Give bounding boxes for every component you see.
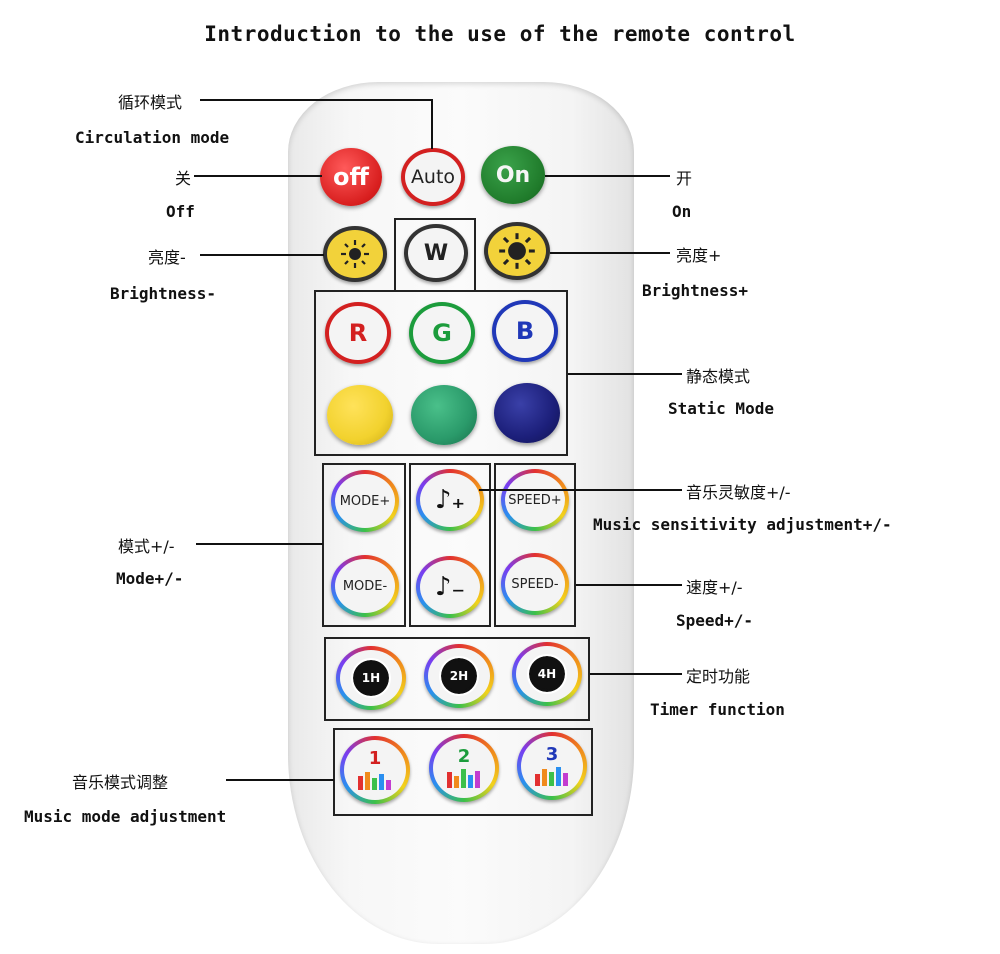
on-label-en: On [672, 202, 692, 221]
music-mode-frame [333, 728, 593, 816]
static-leader [568, 373, 682, 375]
music-sensitivity-minus-button[interactable]: ♪₋ [416, 556, 484, 618]
music-sens-label-zh: 音乐灵敏度+/- [686, 483, 791, 502]
music-note-icon: ♪₊ [434, 485, 466, 515]
brightness-minus-label-en: Brightness- [110, 284, 216, 303]
timer-icon: 2H [439, 656, 479, 696]
speed-plus-label: SPEED+ [508, 492, 562, 508]
off-leader [194, 175, 322, 177]
equalizer-icon [535, 767, 568, 786]
brightness-minus-button[interactable] [323, 226, 387, 282]
brightness-minus-leader [200, 254, 324, 256]
circulation-leader [200, 99, 433, 101]
timer-label-zh: 定时功能 [686, 667, 751, 686]
mode-frame [322, 463, 406, 627]
speed-minus-label: SPEED- [511, 576, 559, 592]
mode-leader [196, 543, 323, 545]
off-button[interactable]: off [320, 148, 382, 206]
music-mode-1-button[interactable]: 1 [340, 736, 410, 804]
blue-button[interactable]: B [492, 300, 558, 362]
music-note-icon: ♪₋ [434, 572, 466, 602]
on-button-label: On [495, 162, 531, 188]
speed-label-en: Speed+/- [676, 611, 754, 630]
static-label-zh: 静态模式 [686, 367, 751, 386]
white-button-frame [394, 218, 476, 292]
timer-leader [590, 673, 682, 675]
on-button[interactable]: On [481, 146, 545, 204]
page-title: Introduction to the use of the remote co… [204, 22, 796, 46]
sun-icon [341, 240, 369, 268]
speed-label-zh: 速度+/- [686, 578, 743, 597]
yellow-color-button[interactable] [327, 385, 393, 445]
off-label-zh: 关 [175, 169, 192, 188]
timer-1h-button[interactable]: 1H [336, 646, 406, 710]
brightness-plus-leader [550, 252, 670, 254]
white-button[interactable]: W [404, 224, 468, 282]
static-mode-frame [314, 290, 568, 456]
off-button-label: off [333, 163, 369, 191]
on-leader [545, 175, 670, 177]
mode-minus-label: MODE- [342, 578, 388, 594]
white-button-label: W [423, 240, 449, 266]
sun-icon [499, 233, 535, 269]
mode-plus-button[interactable]: MODE+ [331, 470, 399, 532]
on-label-zh: 开 [676, 169, 693, 188]
speed-plus-button[interactable]: SPEED+ [501, 469, 569, 531]
brightness-plus-label-zh: 亮度+ [676, 246, 722, 265]
timer-icon: 1H [351, 658, 391, 698]
music-sensitivity-frame [409, 463, 491, 627]
static-label-en: Static Mode [668, 399, 774, 418]
brightness-plus-label-en: Brightness+ [642, 281, 748, 300]
equalizer-icon [447, 769, 480, 788]
red-button-label: R [348, 319, 368, 347]
music-mode-3-button[interactable]: 3 [517, 732, 587, 800]
brightness-plus-button[interactable] [484, 222, 550, 280]
red-button[interactable]: R [325, 302, 391, 364]
navy-color-button[interactable] [494, 383, 560, 443]
blue-button-label: B [515, 317, 535, 345]
music-mode-number: 2 [457, 746, 471, 767]
auto-button-label: Auto [410, 166, 456, 188]
mode-plus-label: MODE+ [339, 493, 391, 509]
timer-frame [324, 637, 590, 721]
timer-2h-button[interactable]: 2H [424, 644, 494, 708]
music-mode-number: 1 [368, 748, 382, 769]
timer-label-en: Timer function [650, 700, 785, 719]
speed-leader [576, 584, 682, 586]
mode-minus-button[interactable]: MODE- [331, 555, 399, 617]
green-button[interactable]: G [409, 302, 475, 364]
music-mode-number: 3 [545, 744, 559, 765]
circulation-label-en: Circulation mode [75, 128, 230, 147]
circulation-leader-vertical [431, 99, 433, 149]
timer-4h-button[interactable]: 4H [512, 642, 582, 706]
music-sens-leader [479, 489, 682, 491]
speed-minus-button[interactable]: SPEED- [501, 553, 569, 615]
speed-frame [494, 463, 576, 627]
auto-button[interactable]: Auto [401, 148, 465, 206]
music-mode-leader [226, 779, 334, 781]
equalizer-icon [358, 772, 391, 790]
mode-label-zh: 模式+/- [118, 537, 175, 556]
teal-color-button[interactable] [411, 385, 477, 445]
green-button-label: G [432, 319, 452, 347]
music-mode-label-zh: 音乐模式调整 [72, 773, 169, 792]
music-mode-label-en: Music mode adjustment [24, 807, 227, 826]
mode-label-en: Mode+/- [116, 569, 184, 588]
music-sens-label-en: Music sensitivity adjustment+/- [593, 515, 892, 534]
timer-icon: 4H [527, 654, 567, 694]
music-sensitivity-plus-button[interactable]: ♪₊ [416, 469, 484, 531]
music-mode-2-button[interactable]: 2 [429, 734, 499, 802]
brightness-minus-label-zh: 亮度- [148, 248, 186, 267]
off-label-en: Off [166, 202, 195, 221]
circulation-label-zh: 循环模式 [118, 93, 183, 112]
